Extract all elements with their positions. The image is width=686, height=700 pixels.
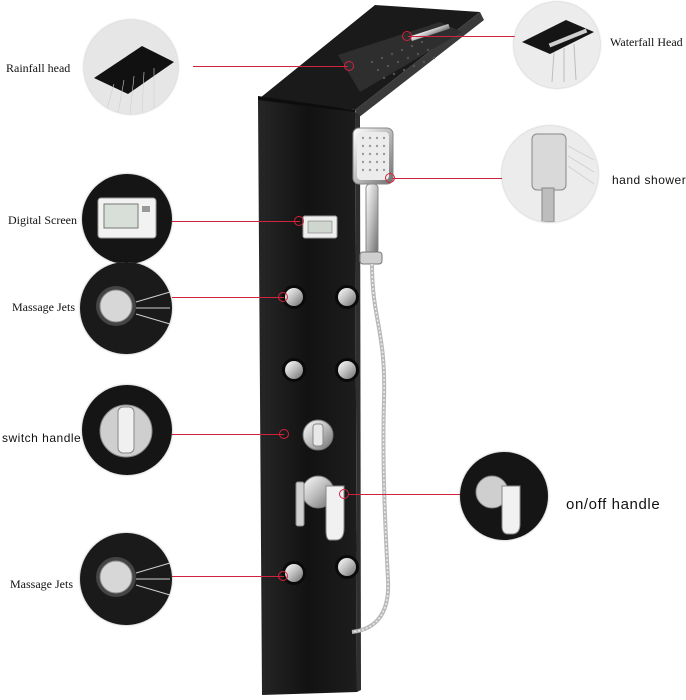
label-massage-jets-bottom: Massage Jets xyxy=(10,577,73,591)
label-hand-shower: hand shower xyxy=(612,173,686,187)
callout-line-waterfall xyxy=(408,36,516,37)
callout-marker-onoff-handle xyxy=(339,489,349,499)
massage-jet-bottom-closeup xyxy=(80,533,172,625)
callout-line-massage-jets-bottom xyxy=(172,576,284,577)
onoff-handle-closeup xyxy=(460,452,548,540)
callout-marker-massage-jets-bottom xyxy=(278,571,288,581)
hand-shower-closeup xyxy=(502,126,598,222)
massage-jet-top-closeup xyxy=(80,262,172,354)
label-rainfall-head: Rainfall head xyxy=(6,61,71,75)
callout-line-hand-shower xyxy=(392,178,502,179)
waterfall-head-closeup xyxy=(514,2,600,88)
digital-screen-closeup xyxy=(82,174,172,264)
label-digital-screen: Digital Screen xyxy=(8,213,77,227)
callout-marker-waterfall xyxy=(402,31,412,41)
callout-marker-massage-jets-top xyxy=(278,292,288,302)
label-switch-handle: switch handle xyxy=(2,431,82,445)
switch-handle-closeup xyxy=(82,385,172,475)
callout-line-rainfall xyxy=(193,66,348,67)
label-onoff-handle: on/off handle xyxy=(566,496,661,513)
callout-marker-rainfall xyxy=(344,61,354,71)
label-massage-jets-top: Massage Jets xyxy=(12,300,75,314)
callout-line-onoff-handle xyxy=(348,494,460,495)
callout-line-massage-jets-top xyxy=(172,297,284,298)
callout-marker-digital-screen xyxy=(294,216,304,226)
callout-line-digital-screen xyxy=(172,221,300,222)
callout-marker-switch-handle xyxy=(279,429,289,439)
label-waterfall-head: Waterfall Head xyxy=(610,35,683,49)
callout-marker-hand-shower xyxy=(385,173,395,183)
rainfall-head-closeup xyxy=(84,20,178,114)
callout-line-switch-handle xyxy=(172,434,284,435)
